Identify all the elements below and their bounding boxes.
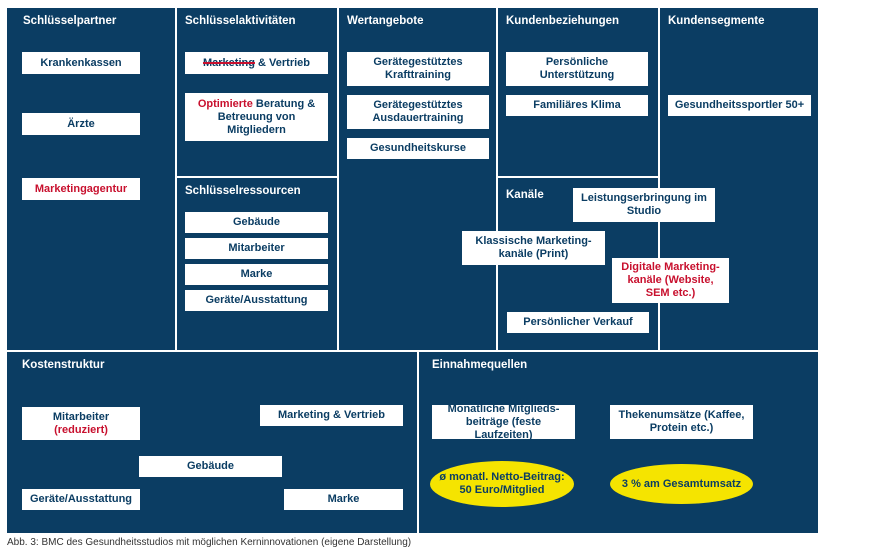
- cost-box: Gebäude: [139, 456, 282, 477]
- relationship-box: Persönliche Unterstützung: [506, 52, 648, 86]
- channel-box: Leistungserbringung im Studio: [573, 188, 715, 222]
- partner-box-highlight: Marketingagentur: [22, 178, 140, 200]
- cost-box: Mitarbeiter(reduziert): [22, 407, 140, 440]
- panel-title: Schlüsselpartner: [23, 15, 117, 27]
- panel-title: Schlüsselressourcen: [185, 185, 301, 197]
- segment-box: Gesundheitssportler 50+: [668, 95, 811, 116]
- relationship-box: Familiäres Klima: [506, 95, 648, 116]
- panel-key-resources: Schlüsselressourcen Gebäude Mitarbeiter …: [177, 178, 337, 350]
- cost-box: Marke: [284, 489, 403, 510]
- value-box: Gerätegestütztes Krafttraining: [347, 52, 489, 86]
- panel-cost-structure: Kostenstruktur Mitarbeiter(reduziert) Ma…: [7, 352, 417, 533]
- panel-revenue-streams: Einnahmequellen Monatliche Mitglieds-bei…: [419, 352, 818, 533]
- kpi-oval: 3 % am Gesamtumsatz: [610, 464, 753, 504]
- panel-title: Kanäle: [506, 189, 544, 201]
- resource-box: Geräte/Ausstattung: [185, 290, 328, 311]
- resource-box: Gebäude: [185, 212, 328, 233]
- panel-value-propositions: Wertangebote Gerätegestütztes Krafttrain…: [339, 8, 496, 350]
- activity-box: Marketing & Vertrieb: [185, 52, 328, 74]
- cost-box: Marketing & Vertrieb: [260, 405, 403, 426]
- panel-title: Kostenstruktur: [22, 359, 105, 371]
- cost-box: Geräte/Ausstattung: [22, 489, 140, 510]
- panel-title: Wertangebote: [347, 15, 424, 27]
- channel-box: Klassische Marketing-kanäle (Print): [462, 231, 605, 265]
- channel-box: Persönlicher Verkauf: [507, 312, 649, 333]
- revenue-box: Monatliche Mitglieds-beiträge (feste Lau…: [432, 403, 575, 441]
- channel-box-highlight: Digitale Marketing-kanäle (Website, SEM …: [612, 258, 729, 303]
- resource-box: Mitarbeiter: [185, 238, 328, 259]
- activity-box: Optimierte Beratung & Betreuung von Mitg…: [185, 93, 328, 141]
- figure-caption: Abb. 3: BMC des Gesundheitsstudios mit m…: [7, 537, 412, 548]
- revenue-box: Thekenumsätze (Kaffee, Protein etc.): [610, 405, 753, 439]
- panel-title: Kundenbeziehungen: [506, 15, 620, 27]
- kpi-oval: ø monatl. Netto-Beitrag: 50 Euro/Mitglie…: [430, 461, 574, 507]
- panel-key-activities: Schlüsselaktivitäten Marketing & Vertrie…: [177, 8, 337, 176]
- panel-customer-relationships: Kundenbeziehungen Persönliche Unterstütz…: [498, 8, 658, 176]
- partner-box: Ärzte: [22, 113, 140, 135]
- panel-title: Kundensegmente: [668, 15, 765, 27]
- resource-box: Marke: [185, 264, 328, 285]
- partner-box: Krankenkassen: [22, 52, 140, 74]
- panel-title: Einnahmequellen: [432, 359, 528, 371]
- value-box: Gesundheitskurse: [347, 138, 489, 159]
- value-box: Gerätegestütztes Ausdauertraining: [347, 95, 489, 129]
- panel-key-partners: Schlüsselpartner Krankenkassen Ärzte Mar…: [7, 8, 175, 350]
- panel-title: Schlüsselaktivitäten: [185, 15, 296, 27]
